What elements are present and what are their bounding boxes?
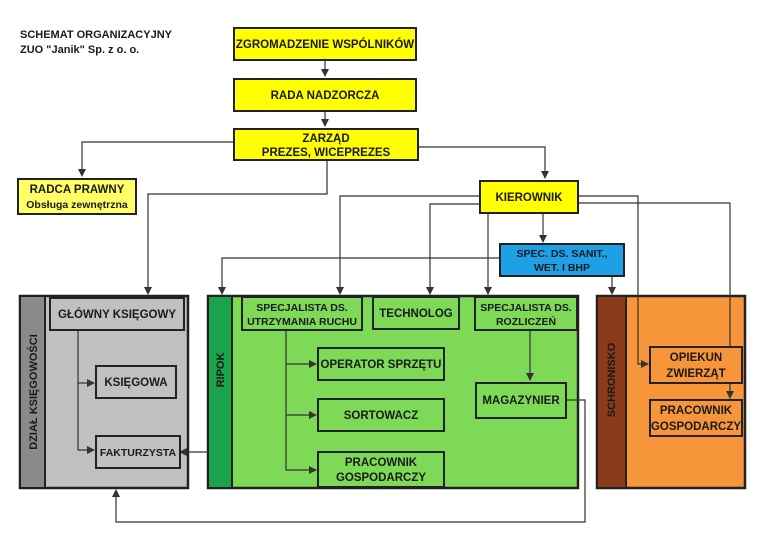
node-sortowacz: SORTOWACZ [317, 398, 445, 432]
node-spec-sanit: SPEC. DS. SANIT., WET. I BHP [499, 243, 625, 277]
node-spec-rozliczen-label2: ROZLICZEŃ [496, 315, 556, 328]
node-ksiegowa-label: KSIĘGOWA [104, 377, 167, 389]
node-pracownik-gosp-schronisko: PRACOWNIK GOSPODARCZY [649, 399, 743, 437]
node-kierownik-label: KIEROWNIK [495, 192, 563, 204]
node-opiekun-label1: OPIEKUN [670, 352, 722, 364]
node-spec-sanit-label2: WET. I BHP [534, 262, 590, 274]
chart-title-line1: SCHEMAT ORGANIZACYJNY [20, 29, 173, 41]
node-radca-label1: RADCA PRAWNY [30, 184, 125, 196]
node-zgromadzenie-label: ZGROMADZENIE WSPÓLNIKÓW [236, 38, 414, 51]
node-zarzad-label2: PREZES, WICEPREZES [262, 147, 391, 159]
node-zarzad-label1: ZARZĄD [302, 133, 349, 145]
node-spec-utrzymania-label1: SPECJALISTA DS. [256, 302, 348, 314]
node-spec-rozliczen: SPECJALISTA DS. ROZLICZEŃ [474, 296, 578, 331]
section-label-dzial: DZIAŁ KSIĘGOWOŚCI [27, 334, 40, 450]
node-ksiegowa: KSIĘGOWA [95, 365, 177, 399]
node-glowny-ksiegowy: GŁÓWNY KSIĘGOWY [49, 297, 185, 331]
node-glowny-ksiegowy-label: GŁÓWNY KSIĘGOWY [58, 308, 176, 321]
node-opiekun-zwierzat: OPIEKUN ZWIERZĄT [649, 346, 743, 384]
section-label-ripok: RIPOK [215, 353, 227, 388]
node-rada-nadzorcza: RADA NADZORCZA [233, 78, 417, 112]
node-radca-prawny: RADCA PRAWNY Obsługa zewnętrzna [17, 178, 137, 215]
node-zarzad: ZARZĄD PREZES, WICEPREZES [233, 128, 419, 161]
node-spec-utrzymania: SPECJALISTA DS. UTRZYMANIA RUCHU [241, 296, 363, 331]
node-pracownik-schronisko-label2: GOSPODARCZY [651, 421, 741, 433]
chart-title-line2: ZUO "Janik" Sp. z o. o. [20, 44, 139, 56]
node-pracownik-ripok-label1: PRACOWNIK [345, 457, 418, 469]
section-schronisko: SCHRONISKO [595, 294, 747, 490]
node-pracownik-schronisko-label1: PRACOWNIK [660, 405, 733, 417]
node-zgromadzenie: ZGROMADZENIE WSPÓLNIKÓW [233, 27, 417, 61]
node-spec-rozliczen-label1: SPECJALISTA DS. [480, 302, 572, 314]
node-operator-sprzetu: OPERATOR SPRZĘTU [317, 347, 445, 381]
node-spec-utrzymania-label2: UTRZYMANIA RUCHU [247, 316, 357, 328]
node-operator-label: OPERATOR SPRZĘTU [321, 359, 442, 371]
node-technolog-label: TECHNOLOG [379, 308, 453, 320]
node-magazynier: MAGAZYNIER [475, 382, 567, 419]
node-kierownik: KIEROWNIK [479, 180, 579, 214]
node-spec-sanit-label1: SPEC. DS. SANIT., [516, 248, 607, 260]
node-opiekun-label2: ZWIERZĄT [666, 368, 725, 380]
node-pracownik-gosp-ripok: PRACOWNIK GOSPODARCZY [317, 451, 445, 488]
node-radca-label2: Obsługa zewnętrzna [26, 199, 128, 211]
node-fakturzysta: FAKTURZYSTA [95, 435, 181, 469]
node-technolog: TECHNOLOG [372, 296, 460, 330]
section-label-schronisko: SCHRONISKO [606, 342, 618, 417]
node-rada-label: RADA NADZORCZA [271, 90, 380, 102]
node-sortowacz-label: SORTOWACZ [344, 410, 419, 422]
connectors [77, 60, 734, 523]
node-fakturzysta-label: FAKTURZYSTA [100, 447, 177, 459]
node-pracownik-ripok-label2: GOSPODARCZY [336, 472, 426, 484]
node-magazynier-label: MAGAZYNIER [482, 395, 560, 407]
